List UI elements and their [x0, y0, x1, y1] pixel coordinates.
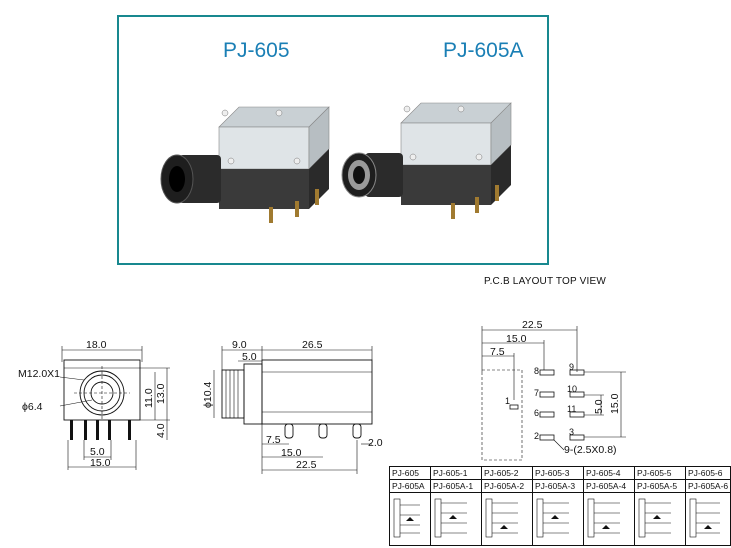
- schematic-cell: [532, 492, 584, 546]
- technical-drawings: 18.0 M12.0X1 ϕ6.4 11.0 13.0 4.0 5.0 15.0: [18, 319, 626, 474]
- jack-photo-pj605: [160, 106, 330, 223]
- pcb-pin-pitch: 5.0: [593, 399, 605, 414]
- side-diameter: ϕ10.4: [202, 382, 214, 408]
- model-title-pj605a: PJ-605A: [443, 39, 524, 62]
- schematic-icon: [393, 498, 420, 538]
- side-front-length: 9.0: [232, 339, 247, 351]
- jack-photo-pj605a: [341, 102, 512, 219]
- schematic-icon: [587, 498, 620, 538]
- schematic-icon: [536, 498, 569, 538]
- variant-cell: PJ-605-4: [583, 466, 635, 480]
- pcb-offset-1: 15.0: [506, 333, 527, 345]
- variant-cell: PJ-605-3: [532, 466, 584, 480]
- variant-cell: PJ-605A-2: [481, 479, 533, 493]
- variant-cell: PJ-605-6: [684, 466, 731, 480]
- front-pin-pitch: 5.0: [90, 446, 105, 458]
- pcb-pin-3: 3: [569, 427, 574, 437]
- schematic-cell: [430, 492, 482, 546]
- side-total-span: 22.5: [296, 459, 317, 471]
- side-collar-width: 5.0: [242, 351, 257, 363]
- variant-table: PJ-605 PJ-605-1 PJ-605-2 PJ-605-3 PJ-605…: [389, 466, 731, 546]
- front-height-1: 11.0: [143, 388, 155, 408]
- pcb-pin-11: 11: [567, 404, 576, 414]
- product-photos: [160, 102, 512, 223]
- schematic-cell: [634, 492, 686, 546]
- pcb-pin-9: 9: [569, 362, 574, 372]
- variant-cell: PJ-605A-6: [684, 479, 731, 493]
- schematic-cell: [389, 492, 431, 546]
- pcb-width: 22.5: [522, 319, 543, 331]
- front-bottom-width: 15.0: [90, 457, 111, 469]
- schematic-cell: [684, 492, 731, 546]
- model-title-pj605: PJ-605: [223, 39, 290, 62]
- side-pin-width: 2.0: [368, 437, 383, 449]
- variant-schematic-row: [389, 492, 731, 546]
- variant-cell: PJ-605: [389, 466, 431, 480]
- variant-cell: PJ-605A-4: [583, 479, 635, 493]
- variant-cell: PJ-605A-3: [532, 479, 584, 493]
- side-pin-offset-1: 7.5: [266, 434, 281, 446]
- front-top-width: 18.0: [86, 339, 107, 351]
- schematic-icon: [434, 498, 467, 538]
- pcb-pin-7: 7: [534, 388, 539, 398]
- schematic-icon: [638, 498, 671, 538]
- side-pin-offset-2: 15.0: [281, 447, 302, 459]
- side-view-drawing: 9.0 26.5 5.0 ϕ10.4 7.5 15.0 22.5 2.0: [202, 339, 383, 474]
- pcb-pin-6: 6: [534, 408, 539, 418]
- schematic-icon: [485, 498, 518, 538]
- pcb-pin-2: 2: [534, 431, 539, 441]
- pcb-offset-2: 7.5: [490, 346, 505, 358]
- schematic-icon: [689, 498, 720, 538]
- pcb-pin-1: 1: [505, 396, 510, 406]
- pin-length: 4.0: [155, 423, 167, 438]
- variant-cell: PJ-605-1: [430, 466, 482, 480]
- bore-diameter: ϕ6.4: [22, 401, 43, 413]
- variant-row-2: PJ-605A PJ-605A-1 PJ-605A-2 PJ-605A-3 PJ…: [389, 479, 731, 493]
- schematic-cell: [583, 492, 635, 546]
- product-photo-frame: PJ-605 PJ-605A: [117, 15, 549, 265]
- variant-cell: PJ-605-5: [634, 466, 686, 480]
- thread-spec: M12.0X1: [18, 368, 60, 380]
- variant-cell: PJ-605A-1: [430, 479, 482, 493]
- pcb-pin-8: 8: [534, 366, 539, 376]
- variant-row-1: PJ-605 PJ-605-1 PJ-605-2 PJ-605-3 PJ-605…: [389, 466, 731, 480]
- pcb-hole-spec: 9-(2.5X0.8): [564, 444, 617, 456]
- variant-cell: PJ-605A-5: [634, 479, 686, 493]
- variant-cell: PJ-605A: [389, 479, 431, 493]
- pcb-height: 15.0: [609, 393, 621, 414]
- schematic-cell: [481, 492, 533, 546]
- pcb-pin-10: 10: [567, 384, 577, 394]
- front-height-2: 13.0: [155, 383, 167, 404]
- variant-cell: PJ-605-2: [481, 466, 533, 480]
- pcb-layout-drawing: 22.5 15.0 7.5 8 9 7 10 1 6 11 2 3 5.0 15…: [481, 319, 626, 461]
- pcb-layout-title: P.C.B LAYOUT TOP VIEW: [484, 276, 607, 287]
- front-view-drawing: 18.0 M12.0X1 ϕ6.4 11.0 13.0 4.0 5.0 15.0: [18, 339, 170, 470]
- side-body-length: 26.5: [302, 339, 323, 351]
